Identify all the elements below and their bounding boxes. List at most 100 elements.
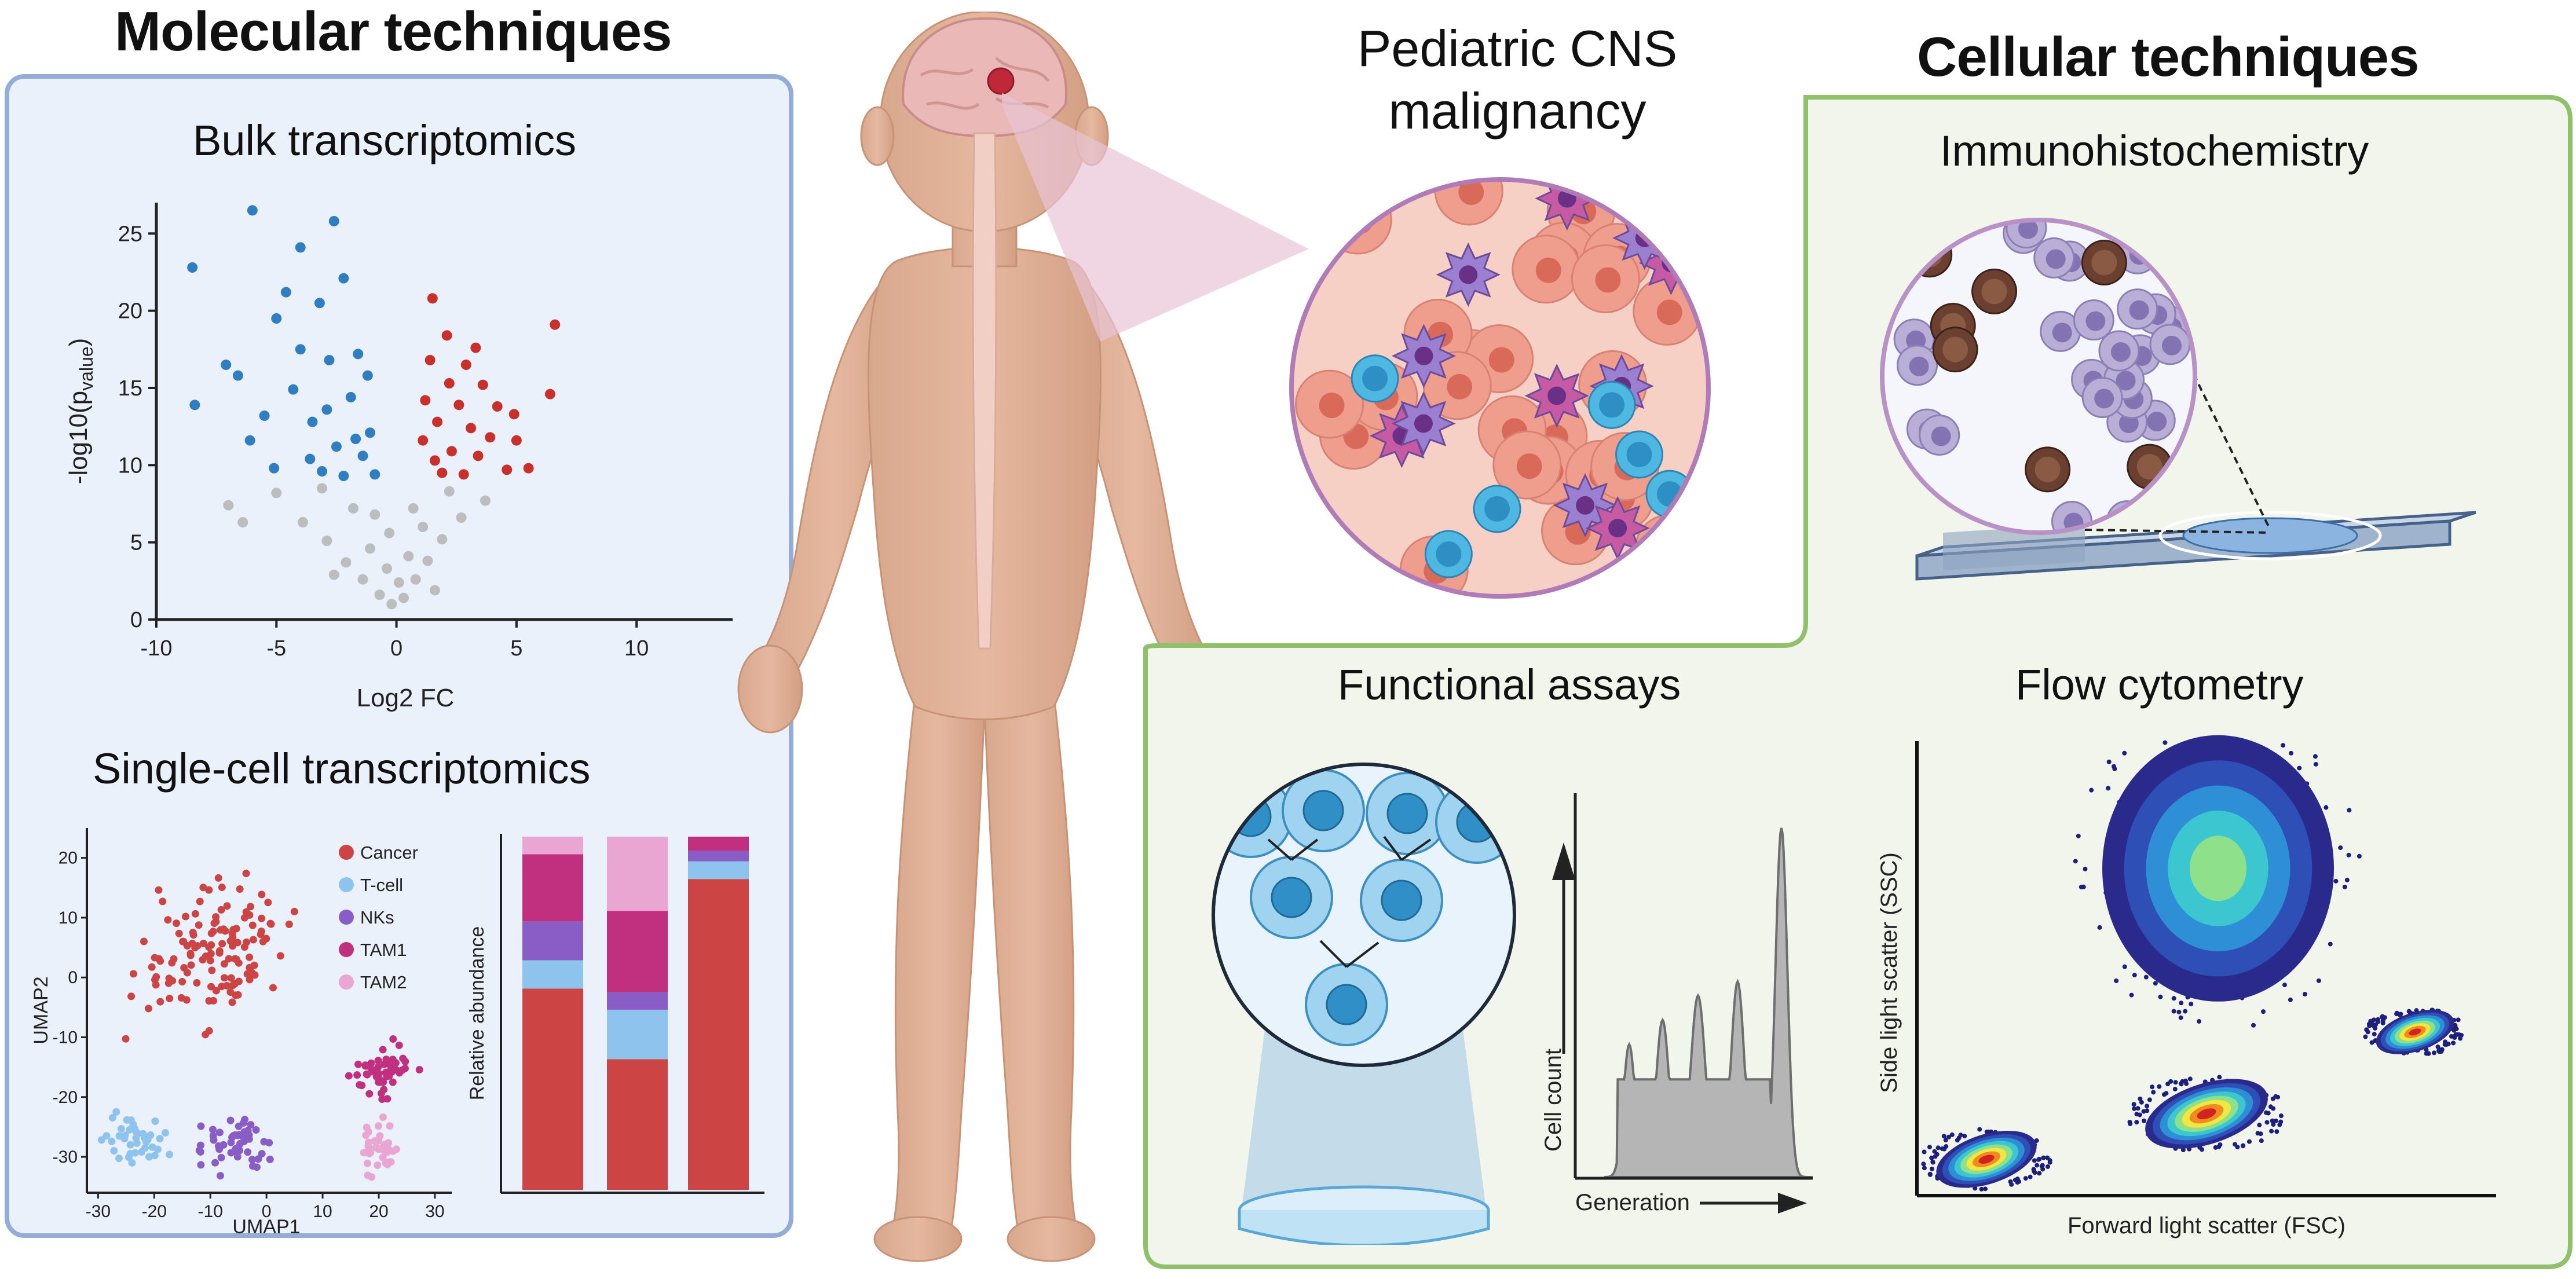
umap-point: [216, 1172, 224, 1180]
umap-point: [358, 1082, 366, 1090]
volcano-y-tick: 5: [130, 531, 142, 555]
umap-point: [290, 907, 298, 915]
umap-point: [383, 1160, 391, 1168]
functional-assays-title: Functional assays: [1338, 661, 1681, 709]
flow-event: [1962, 1134, 1967, 1139]
umap-point: [248, 921, 257, 929]
flow-event: [2047, 1160, 2052, 1165]
flow-event: [2439, 1049, 2444, 1054]
flow-event: [2145, 1108, 2150, 1113]
cancer-cell-nucleus: [1516, 453, 1542, 479]
volcano-point-ns: [297, 517, 308, 527]
flow-event: [2145, 1104, 2150, 1109]
cancer-cell-nucleus: [1595, 267, 1621, 293]
volcano-point-ns: [398, 592, 409, 603]
microscope-slide-icon: [1915, 511, 2476, 581]
umap-point: [122, 1035, 130, 1043]
flow-event: [2197, 1019, 2202, 1024]
umap-point: [389, 1035, 397, 1043]
volcano-y-tick: 25: [118, 222, 142, 246]
volcano-point-down: [244, 435, 255, 446]
umap-x-tick: 0: [262, 1202, 272, 1221]
umap-point: [133, 1139, 141, 1147]
umap-point: [392, 1066, 400, 1074]
flow-event: [2443, 1041, 2448, 1046]
cell-division-icon: [1212, 763, 1516, 1245]
umap-point: [148, 963, 156, 971]
t-cell-nucleus: [1436, 541, 1462, 567]
flow-event: [2367, 1023, 2372, 1028]
flow-event: [2268, 1104, 2273, 1109]
abundance-bar-segment: [607, 992, 668, 1010]
volcano-point-ns: [386, 599, 397, 610]
flow-event: [1930, 1159, 1935, 1164]
umap-point: [205, 997, 213, 1005]
flow-event: [2150, 1084, 2155, 1090]
ihc-cell-nucleus: [2085, 311, 2106, 331]
flow-event: [2097, 925, 2102, 930]
umap-point: [269, 984, 277, 992]
umap-point: [374, 1063, 382, 1071]
umap-point: [254, 1155, 262, 1163]
flow-event: [2039, 1164, 2044, 1169]
flow-event: [2172, 1087, 2178, 1092]
flow-event: [2217, 1075, 2222, 1080]
flow-event: [2218, 1142, 2223, 1147]
volcano-point-up: [473, 450, 484, 461]
flow-event: [2139, 1100, 2144, 1105]
umap-y-tick: 10: [58, 908, 78, 928]
abundance-y-label: Relative abundance: [466, 926, 488, 1101]
umap-point: [364, 1128, 372, 1136]
umap-point: [108, 1137, 116, 1145]
umap-point: [152, 973, 160, 981]
umap-point: [226, 988, 235, 996]
volcano-point-up: [425, 355, 436, 365]
volcano-x-tick: -10: [141, 636, 173, 661]
ihc-cell-nucleus: [2046, 249, 2066, 269]
flow-event: [2457, 1032, 2462, 1037]
umap-point: [193, 942, 202, 950]
umap-point: [156, 957, 164, 965]
ihc-cell: [2158, 229, 2195, 271]
flow-event: [2037, 1171, 2042, 1176]
t-cell-nucleus: [1484, 496, 1510, 522]
flow-event: [2257, 1123, 2262, 1128]
umap-point: [108, 1113, 116, 1122]
umap-point: [368, 1068, 376, 1076]
cancer-cell-nucleus: [1488, 347, 1514, 373]
flow-event: [2135, 1106, 2140, 1111]
flow-density-contour: [2189, 835, 2247, 901]
ihc-title: Immunohistochemistry: [1940, 127, 2369, 175]
umap-point: [240, 1128, 248, 1136]
abundance-bar-segment: [607, 1059, 668, 1190]
flow-event: [2424, 1051, 2429, 1056]
flow-event: [2041, 1155, 2046, 1160]
division-arrow-icon: [1400, 838, 1432, 861]
ihc-positive-nucleus: [2091, 250, 2117, 276]
umap-point: [246, 953, 254, 961]
ihc-cell: [1882, 220, 1923, 259]
dividing-cell-nucleus: [1271, 877, 1312, 918]
umap-point: [228, 998, 236, 1006]
flow-event: [2132, 973, 2137, 978]
umap-point: [207, 983, 215, 991]
umap-point: [211, 1159, 219, 1167]
flow-event: [2278, 1119, 2284, 1124]
volcano-point-up: [453, 400, 464, 411]
volcano-point-up: [458, 469, 469, 480]
immune-cell-nucleus: [1547, 386, 1567, 405]
abundance-bar-segment: [688, 837, 749, 851]
umap-point: [227, 1138, 235, 1146]
ihc-cell-nucleus: [1905, 223, 1925, 243]
umap-y-tick: 20: [58, 849, 78, 868]
umap-point: [374, 1122, 382, 1130]
flow-event: [2452, 1035, 2457, 1040]
flow-event: [2173, 1080, 2178, 1085]
flow-event: [2271, 1122, 2276, 1127]
umap-point: [243, 938, 251, 946]
immune-cell-nucleus: [1576, 496, 1595, 515]
umap-point: [363, 1159, 371, 1167]
volcano-point-down: [338, 273, 349, 284]
umap-point: [210, 919, 218, 928]
